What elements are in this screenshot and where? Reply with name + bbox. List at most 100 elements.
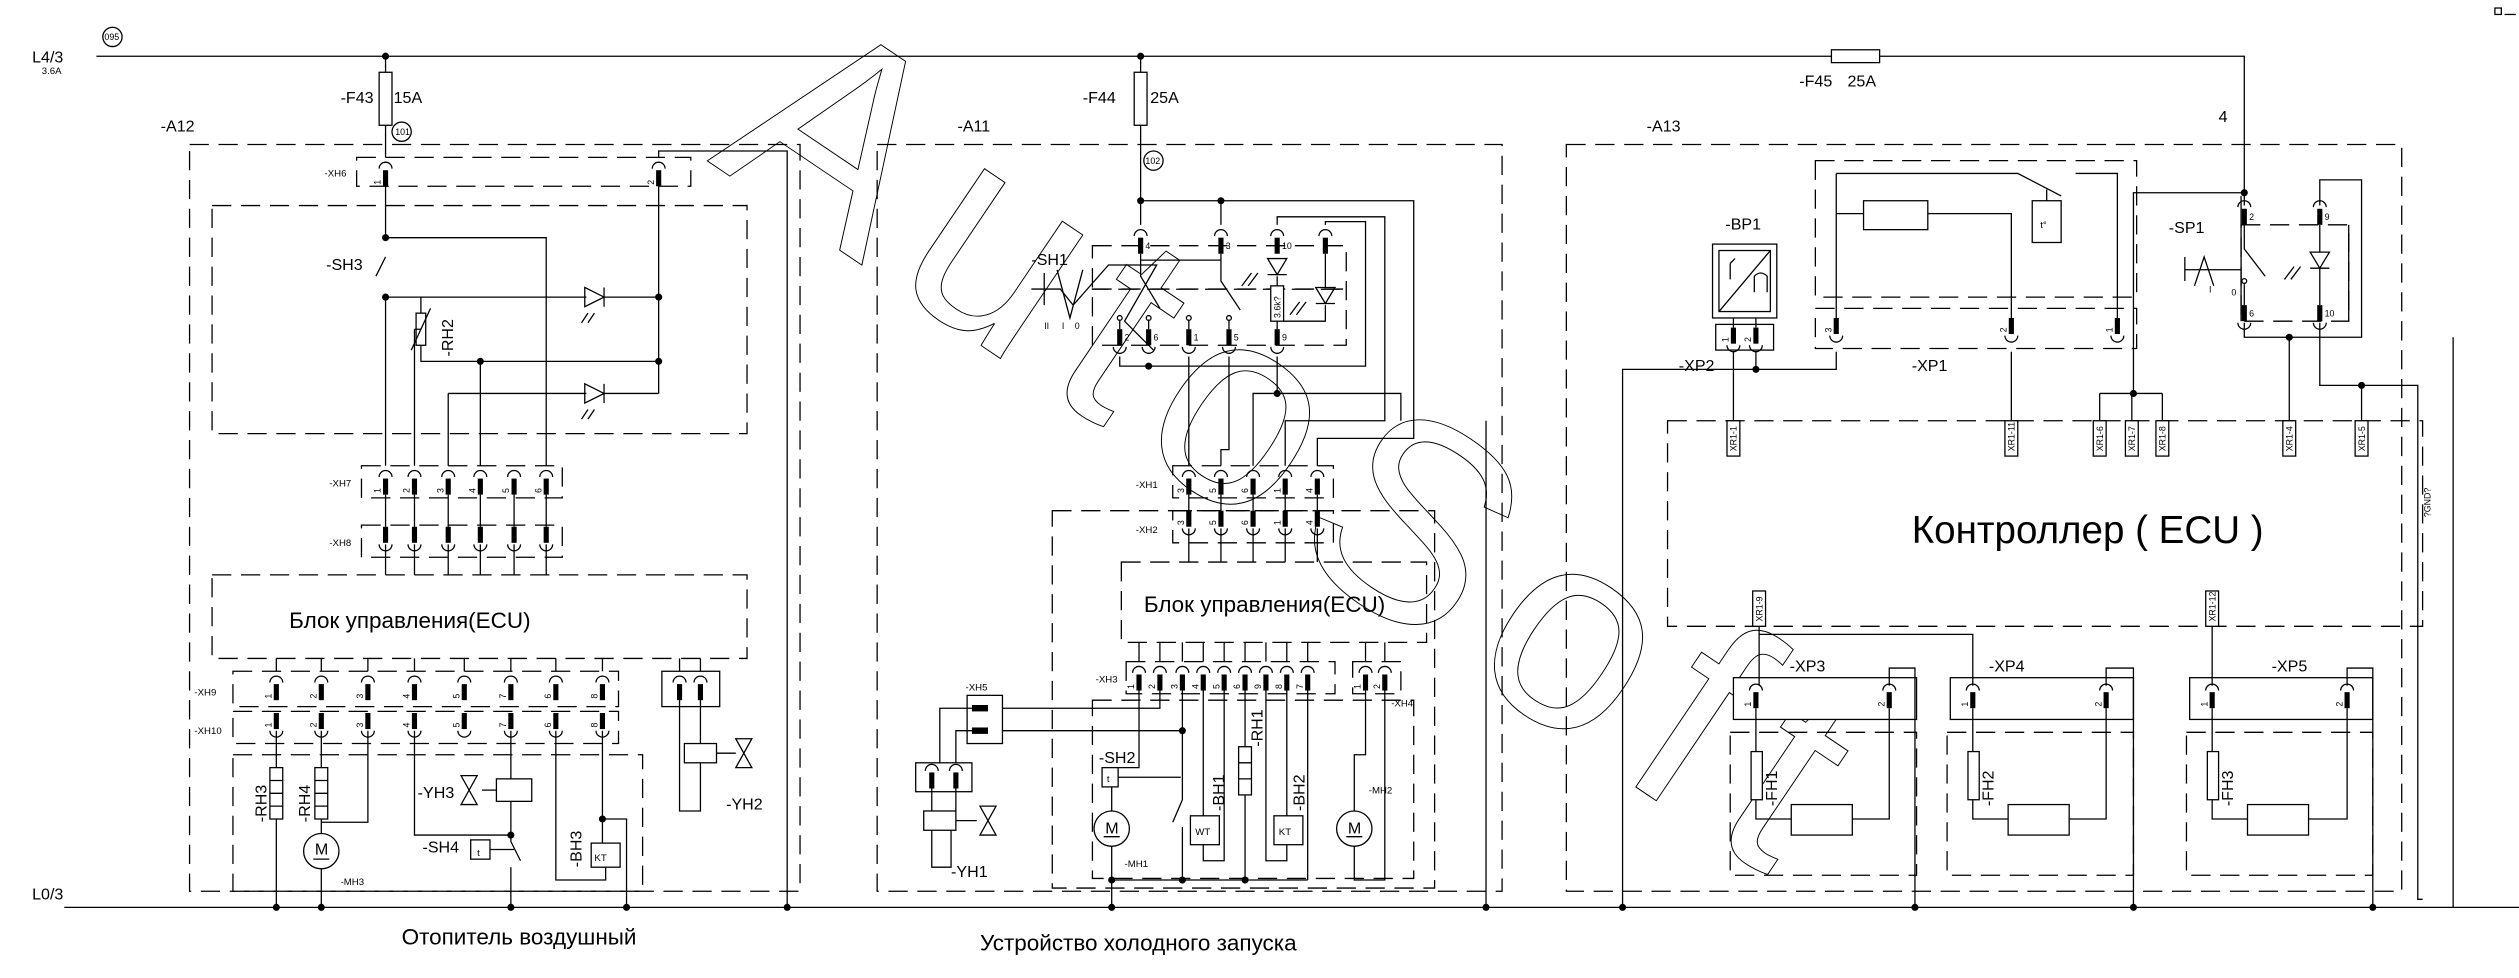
pin-number: 5 (1211, 684, 1221, 689)
pin-number: 3 (435, 488, 445, 493)
xh9-label: -XH9 (194, 687, 216, 698)
wire (1111, 690, 1309, 881)
connector-pin (273, 684, 279, 701)
pin-number: 1 (2105, 327, 2115, 332)
xr1-terminal-tag (2004, 420, 2019, 457)
heater-element (1790, 803, 1853, 836)
wire (314, 779, 328, 807)
mh1-motor-icon (1093, 810, 1131, 847)
sh3-label: -SH3 (326, 256, 363, 274)
xr1-terminal-tag (2155, 420, 2170, 457)
cold-start-inner-box (1051, 510, 1436, 889)
junction-dot (1217, 197, 1225, 205)
junction-dot (1482, 903, 1490, 911)
xr1-terminal-label: XR1-8 (2158, 426, 2168, 451)
connector-pin (2317, 305, 2323, 322)
connector-pin (656, 170, 662, 187)
sh2-thermo-symbol: t (1107, 774, 1110, 785)
pin-number: 4 (1305, 488, 1315, 493)
connector-pin (1282, 478, 1288, 495)
xp4-label: -XP4 (1989, 657, 2025, 675)
wire (1111, 690, 1140, 908)
top-rail-current: 3.6A (42, 66, 62, 77)
junction-dot (2129, 389, 2137, 397)
heater-fuse-element (2206, 750, 2220, 801)
pin-number: 1 (373, 488, 383, 493)
junction-dot (1145, 362, 1153, 370)
connector-socket (1196, 665, 1211, 673)
connector-socket (1152, 665, 1167, 673)
connector-pin (1218, 237, 1224, 254)
sh3-switch (375, 256, 387, 277)
fuse-f43 (378, 71, 393, 126)
mh3-motor-icon (302, 832, 340, 870)
connector-xh10 (232, 710, 620, 745)
sh1-label: -SH1 (1031, 251, 1068, 269)
cold-start-ecu-label: Блок управления(ECU) (1144, 592, 1385, 617)
junction-dot (2285, 333, 2293, 341)
wire (321, 730, 369, 823)
junction-dot (1752, 365, 1760, 373)
pin-number: 3 (1170, 684, 1180, 689)
cold-start-components-box (1091, 699, 1415, 880)
fuse-f45-label: -F45 (1799, 73, 1832, 91)
xr1-terminal-label: XR1-7 (2127, 426, 2137, 451)
connector-socket (507, 469, 522, 478)
sh4-thermo-symbol: t (477, 848, 480, 859)
wire (269, 779, 283, 807)
junction-dot (1108, 876, 1116, 884)
connector-socket (539, 469, 554, 478)
connector-pin (318, 684, 324, 701)
pin-number: 2 (1999, 327, 2009, 332)
junction-dot (476, 357, 484, 365)
controller-label: Контроллер ( ECU ) (1912, 509, 2264, 552)
connector-pin (2241, 208, 2247, 225)
pin-number: 9 (1253, 684, 1263, 689)
preheater-id: -A13 (1647, 118, 1681, 136)
connector-yh1 (915, 762, 973, 793)
wire (2319, 322, 2423, 900)
pin-number: 2 (1743, 337, 1753, 342)
wire (385, 186, 660, 466)
glow-heater-box (1946, 731, 2135, 876)
connector-socket (595, 675, 610, 683)
yh1-valve-icon (978, 805, 998, 836)
xh4-label: -XH4 (1391, 699, 1414, 710)
wire (678, 658, 702, 812)
led-indicator-2 (584, 382, 606, 405)
bh1-sensor-box (1189, 815, 1220, 846)
light-arrows-icon (1241, 272, 1259, 287)
connector-socket (2237, 200, 2252, 208)
wire (1755, 667, 1916, 908)
junction-dot (1273, 389, 1281, 397)
marker-095-circle (102, 26, 123, 48)
pin-number: 5 (451, 694, 461, 699)
connector-pin (1138, 237, 1144, 254)
xh6-label: -XH6 (325, 169, 347, 180)
bp1-label: -BP1 (1725, 216, 1761, 234)
preheater-enclosure (1565, 143, 2403, 892)
connector-pin (1314, 478, 1320, 495)
fuse-f43-label: -F43 (341, 89, 374, 107)
junction-dot (1619, 903, 1627, 911)
sp1-label: -SP1 (2169, 219, 2205, 237)
controller-ecu-box (1666, 420, 2424, 627)
xr1-terminal-label: XR1-5 (2357, 426, 2367, 451)
wire (1972, 667, 2135, 908)
connector-pin (2008, 317, 2014, 335)
connector-socket (473, 469, 488, 478)
connector-pin (477, 526, 483, 543)
connector-pin (543, 478, 549, 495)
connector-pin (543, 526, 549, 543)
xr1-terminal-tag (2354, 420, 2369, 457)
fuse-f45-rating: 25A (1847, 73, 1876, 91)
yh2-coil (683, 742, 718, 764)
pin-number: 4 (1145, 241, 1150, 251)
motor-mh2-symbol: M (1348, 819, 1361, 837)
bh2-sensor-symbol: KT (1279, 827, 1291, 838)
junction-dot (1108, 903, 1116, 911)
cold-start-enclosure (876, 143, 1503, 892)
connector-socket (1133, 229, 1148, 237)
yh2-valve-icon (734, 738, 753, 769)
xp1-heater-element (1862, 200, 1929, 231)
